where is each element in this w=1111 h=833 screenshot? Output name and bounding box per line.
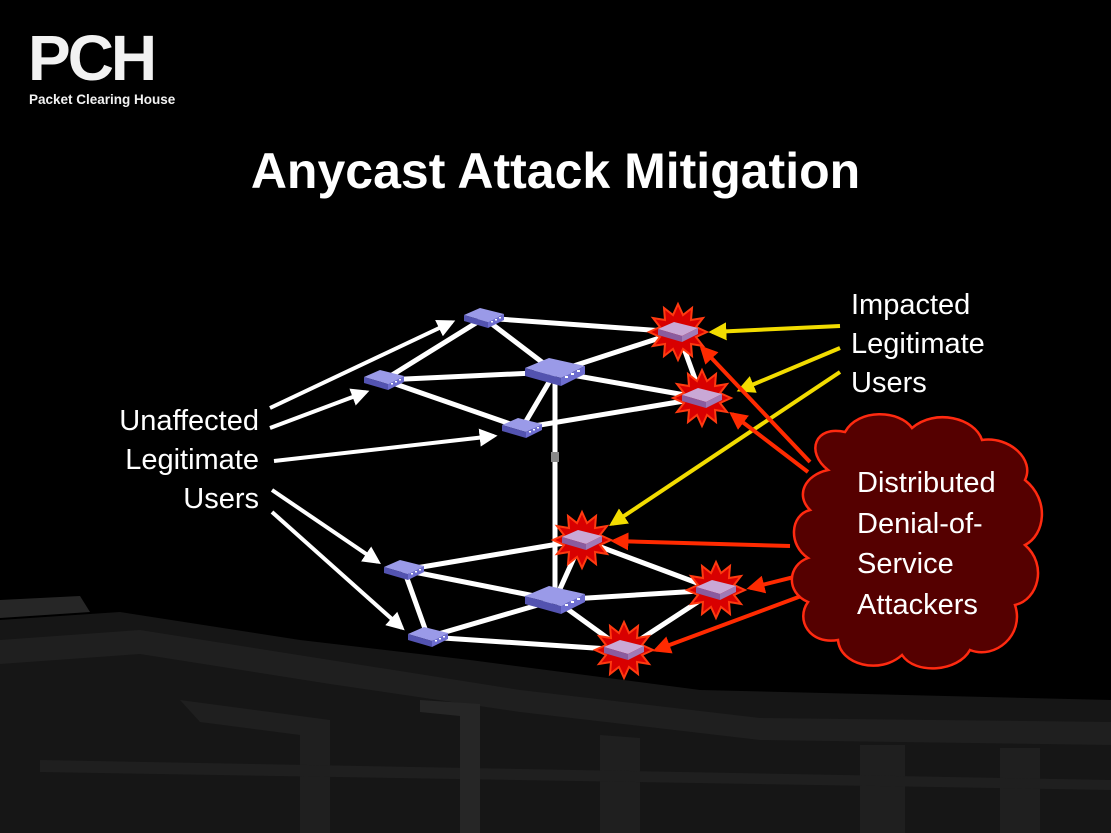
slide-title: Anycast Attack Mitigation (250, 143, 861, 199)
router-icon (384, 560, 424, 580)
logo-subtitle: Packet Clearing House (29, 92, 176, 107)
backbone-gap (551, 452, 559, 462)
impacted-users-label: Impacted Legitimate Users (851, 286, 985, 403)
unaffected-user-arrows (269, 320, 498, 631)
pch-logo: PCH Packet Clearing House (28, 26, 200, 108)
impacted-user-arrows (609, 322, 842, 526)
label-line: Attackers (857, 588, 978, 621)
logo-text: PCH (28, 22, 157, 94)
label-line: Users (851, 367, 927, 399)
router-icon (408, 627, 448, 647)
router-icon (525, 586, 585, 614)
label-line: Users (183, 483, 259, 515)
attacker-cloud-icon (790, 413, 1044, 670)
label-line: Distributed (857, 467, 996, 499)
label-line: Legitimate (851, 328, 985, 360)
router-icon (525, 358, 585, 386)
label-line: Impacted (851, 289, 971, 321)
attackers-label: Distributed Denial-of- Service Attackers (857, 463, 996, 625)
label-line: Unaffected (119, 405, 259, 437)
label-line: Legitimate (125, 444, 259, 476)
label-line: Service (857, 548, 954, 580)
unaffected-users-label: Unaffected Legitimate Users (119, 402, 259, 519)
label-line: Denial-of- (857, 507, 983, 540)
